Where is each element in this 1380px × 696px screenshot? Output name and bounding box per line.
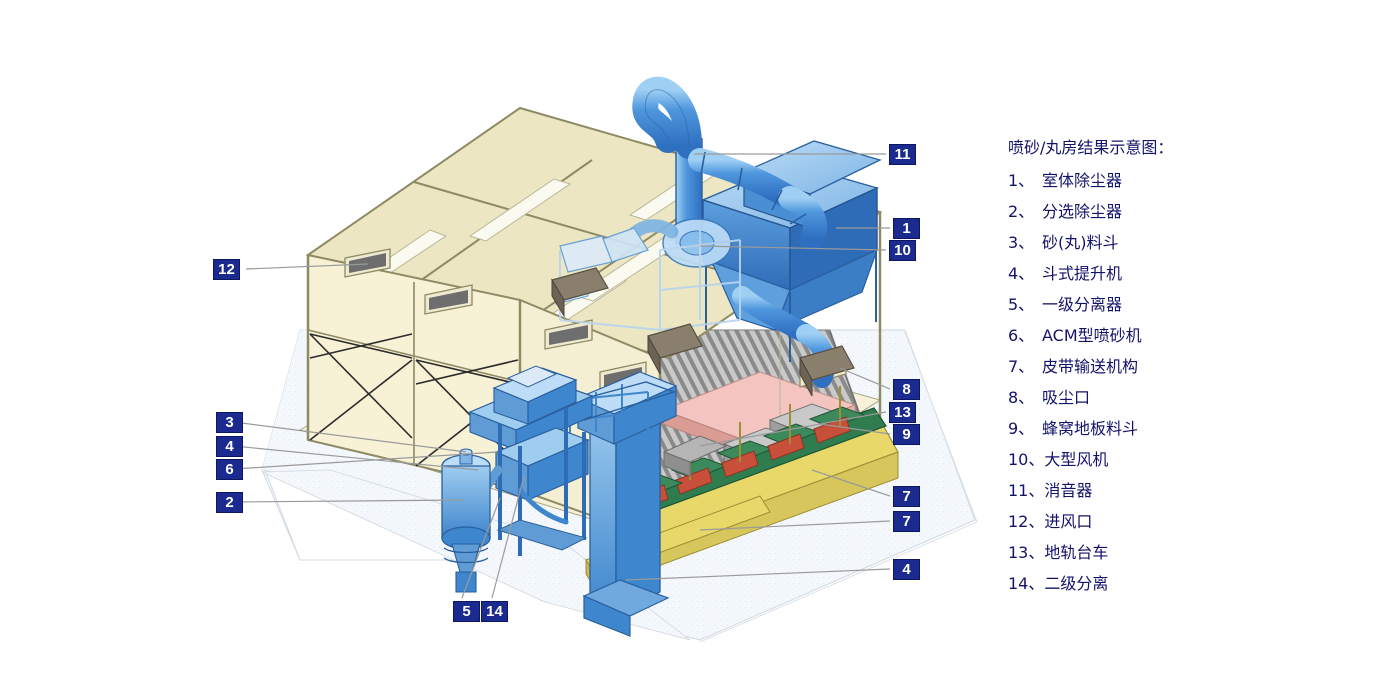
callout-4-right[interactable]: 4 bbox=[893, 559, 920, 580]
legend-item: 4、斗式提升机 bbox=[1004, 260, 1304, 291]
legend-item: 14、二级分离 bbox=[1004, 570, 1304, 601]
callout-11[interactable]: 11 bbox=[889, 144, 916, 165]
legend-item: 9、蜂窝地板料斗 bbox=[1004, 415, 1304, 446]
dust-extraction-hoods bbox=[551, 267, 855, 397]
legend-item-label: 大型风机 bbox=[1044, 450, 1109, 469]
legend-item: 13、地轨台车 bbox=[1004, 539, 1304, 570]
callout-14[interactable]: 14 bbox=[481, 601, 508, 622]
collector-access-frame bbox=[559, 230, 741, 331]
legend-item-label: 砂(丸)料斗 bbox=[1042, 233, 1119, 252]
legend-item-number: 14、 bbox=[1008, 574, 1045, 593]
legend-item-label: ACM型喷砂机 bbox=[1042, 326, 1142, 345]
legend-item-number: 9、 bbox=[1008, 419, 1035, 438]
callout-13[interactable]: 13 bbox=[889, 402, 916, 423]
legend-item-number: 3、 bbox=[1008, 233, 1035, 252]
legend-item: 5、一级分离器 bbox=[1004, 291, 1304, 322]
air-inlet-vent bbox=[344, 248, 391, 278]
legend-item-label: 斗式提升机 bbox=[1042, 264, 1123, 283]
duct-collars bbox=[700, 151, 807, 225]
legend-item-label: 室体除尘器 bbox=[1042, 171, 1123, 190]
wall-bracing-left bbox=[309, 333, 519, 467]
primary-separator-cyclone bbox=[441, 448, 491, 593]
machine-support-legs bbox=[498, 408, 586, 556]
legend-item: 3、砂(丸)料斗 bbox=[1004, 229, 1304, 260]
acm-blast-machine-cluster bbox=[468, 365, 594, 556]
callout-leader-lines bbox=[233, 153, 891, 599]
legend-item: 1、室体除尘器 bbox=[1004, 167, 1304, 198]
legend-item-label: 皮带输送机构 bbox=[1042, 357, 1139, 376]
legend-item-number: 8、 bbox=[1008, 388, 1035, 407]
legend-item: 10、大型风机 bbox=[1004, 446, 1304, 477]
legend-item-number: 6、 bbox=[1008, 326, 1035, 345]
separator-coil bbox=[443, 547, 489, 564]
callout-7-upper[interactable]: 7 bbox=[893, 486, 920, 507]
legend-item-number: 2、 bbox=[1008, 202, 1035, 221]
callout-1[interactable]: 1 bbox=[893, 218, 920, 239]
legend-item-label: 吸尘口 bbox=[1042, 388, 1091, 407]
legend-item-number: 10、 bbox=[1008, 450, 1045, 469]
blast-hose bbox=[517, 487, 569, 525]
legend-item-label: 二级分离 bbox=[1044, 574, 1109, 593]
legend-item-label: 地轨台车 bbox=[1044, 543, 1109, 562]
callout-5[interactable]: 5 bbox=[453, 601, 480, 622]
callout-3[interactable]: 3 bbox=[216, 412, 243, 433]
callout-2[interactable]: 2 bbox=[216, 492, 243, 513]
callout-9[interactable]: 9 bbox=[893, 424, 920, 445]
callout-12[interactable]: 12 bbox=[213, 259, 240, 280]
legend-item-label: 一级分离器 bbox=[1042, 295, 1123, 314]
legend-item-number: 4、 bbox=[1008, 264, 1035, 283]
legend-item: 7、皮带输送机构 bbox=[1004, 353, 1304, 384]
legend-item: 6、 ACM型喷砂机 bbox=[1004, 322, 1304, 353]
legend-item-number: 11、 bbox=[1008, 481, 1045, 500]
legend-item-number: 7、 bbox=[1008, 357, 1035, 376]
legend-title: 喷砂/丸房结果示意图： bbox=[1008, 138, 1174, 157]
legend-item-label: 蜂窝地板料斗 bbox=[1042, 419, 1139, 438]
legend-item: 11、消音器 bbox=[1004, 477, 1304, 508]
legend-item: 2、分选除尘器 bbox=[1004, 198, 1304, 229]
callout-10[interactable]: 10 bbox=[889, 240, 916, 261]
legend-item-number: 13、 bbox=[1008, 543, 1045, 562]
callout-6[interactable]: 6 bbox=[216, 459, 243, 480]
bucket-elevator bbox=[554, 371, 678, 637]
callout-8[interactable]: 8 bbox=[893, 379, 920, 400]
callout-4-left[interactable]: 4 bbox=[216, 436, 243, 457]
legend-item: 8、吸尘口 bbox=[1004, 384, 1304, 415]
air-inlet-vent-3 bbox=[544, 319, 593, 350]
legend-item-number: 12、 bbox=[1008, 512, 1045, 531]
air-inlet-vent-2 bbox=[424, 284, 473, 315]
legend-item-label: 分选除尘器 bbox=[1042, 202, 1123, 221]
legend-item-number: 1、 bbox=[1008, 171, 1035, 190]
legend-item: 12、进风口 bbox=[1004, 508, 1304, 539]
legend-item-number: 5、 bbox=[1008, 295, 1035, 314]
legend-item-label: 消音器 bbox=[1044, 481, 1093, 500]
callout-7-lower[interactable]: 7 bbox=[893, 511, 920, 532]
rail-trolley-car bbox=[662, 435, 728, 477]
legend-item-label: 进风口 bbox=[1044, 512, 1093, 531]
